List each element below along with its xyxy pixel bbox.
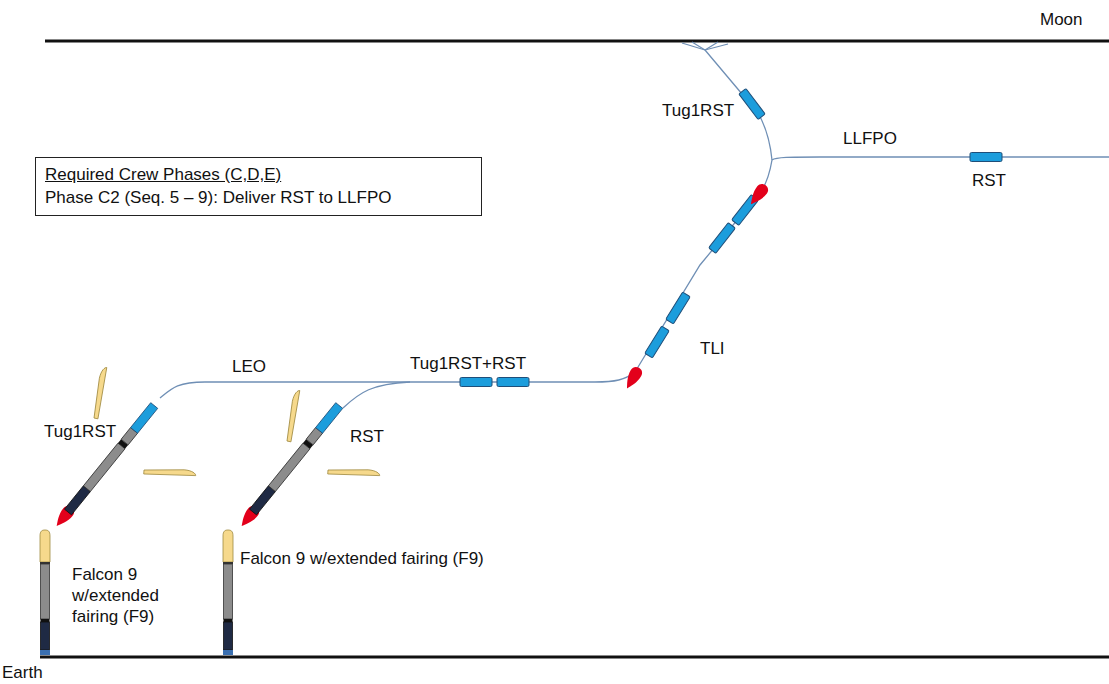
lander-symbol	[682, 42, 728, 50]
vehicle-name: Falcon 9 w/extended fairing (F9)	[240, 548, 530, 569]
payload-name: Tug1RST	[44, 421, 116, 442]
payload-name: Tug1RST+RST	[410, 353, 526, 374]
module	[460, 89, 1002, 387]
ground-rocket	[40, 530, 50, 655]
payload-name: RST	[350, 426, 384, 447]
phase-box: Required Crew Phases (C,D,E)Phase C2 (Se…	[35, 157, 482, 216]
payload-name: RST	[972, 170, 1006, 191]
body-name: Earth	[2, 662, 43, 683]
payload-name: Tug1RST	[662, 100, 734, 121]
box-heading: Required Crew Phases (C,D,E)	[45, 163, 472, 186]
moon-line	[45, 40, 1109, 43]
ground-rocket	[223, 530, 233, 655]
fairing-half	[91, 367, 380, 478]
orbit-name: LLFPO	[843, 128, 897, 149]
orbit-name: LEO	[232, 356, 266, 377]
earth-line	[40, 656, 1109, 659]
burn-symbol	[746, 182, 770, 208]
box-text: Phase C2 (Seq. 5 – 9): Deliver RST to LL…	[45, 186, 472, 209]
vehicle-name: Falcon 9 w/extended fairing (F9)	[72, 564, 190, 627]
trajectory	[160, 50, 1109, 408]
maneuver-name: TLI	[700, 338, 725, 359]
burn-symbol	[622, 365, 644, 392]
body-name: Moon	[1040, 9, 1083, 30]
rocket	[52, 402, 159, 530]
